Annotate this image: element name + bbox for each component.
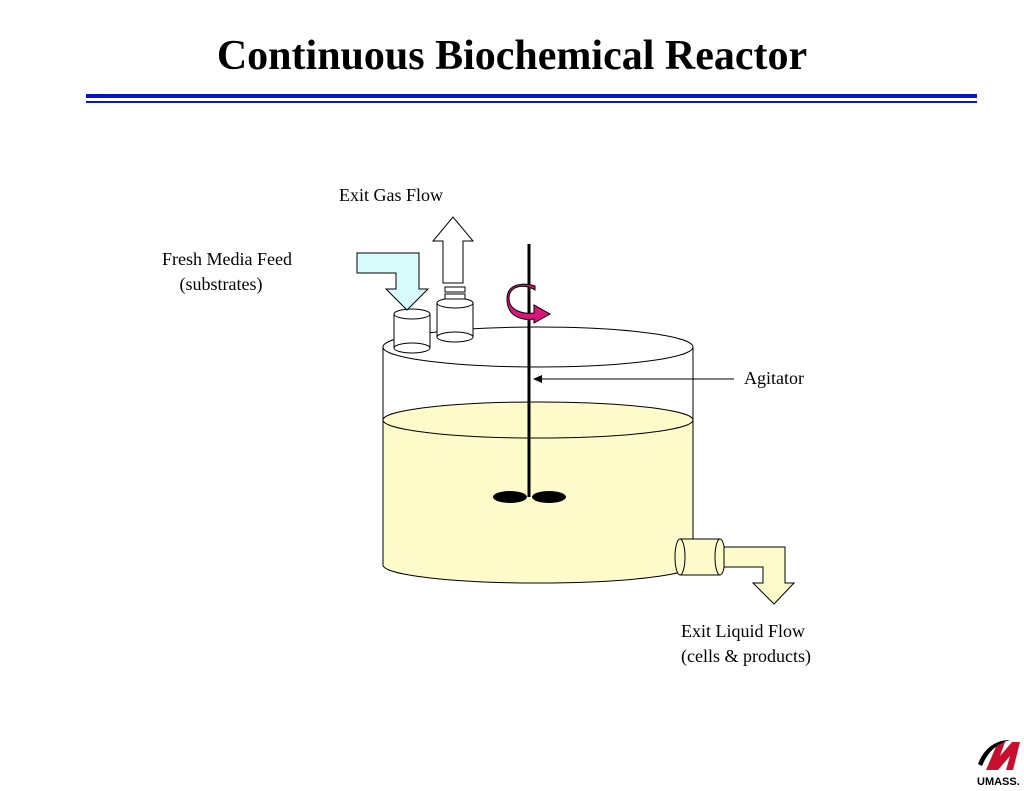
rotation-arrow-icon	[506, 283, 552, 324]
feed-label-line2: (substrates)	[180, 274, 263, 295]
title-rule	[86, 94, 977, 103]
agitator-label: Agitator	[744, 368, 804, 388]
impeller	[493, 491, 566, 503]
umass-logo: UMASS.	[977, 738, 1020, 788]
exit-liquid-label-line2: (cells & products)	[681, 646, 811, 667]
reactor-vessel	[382, 347, 694, 584]
feed-arrow	[356, 252, 430, 311]
gas-port	[436, 286, 474, 343]
feed-port	[393, 308, 431, 354]
exit-liquid-label-line1: Exit Liquid Flow	[681, 621, 805, 641]
logo-text: UMASS.	[977, 776, 1020, 788]
feed-label-line1: Fresh Media Feed	[162, 249, 292, 269]
agitator-pointer	[533, 375, 734, 383]
liquid-outlet	[674, 538, 726, 576]
liquid-surface	[382, 401, 694, 439]
exit-gas-arrow	[431, 216, 475, 284]
exit-gas-label: Exit Gas Flow	[339, 185, 443, 205]
exit-liquid-arrow	[723, 546, 796, 605]
page-title: Continuous Biochemical Reactor	[216, 33, 808, 79]
